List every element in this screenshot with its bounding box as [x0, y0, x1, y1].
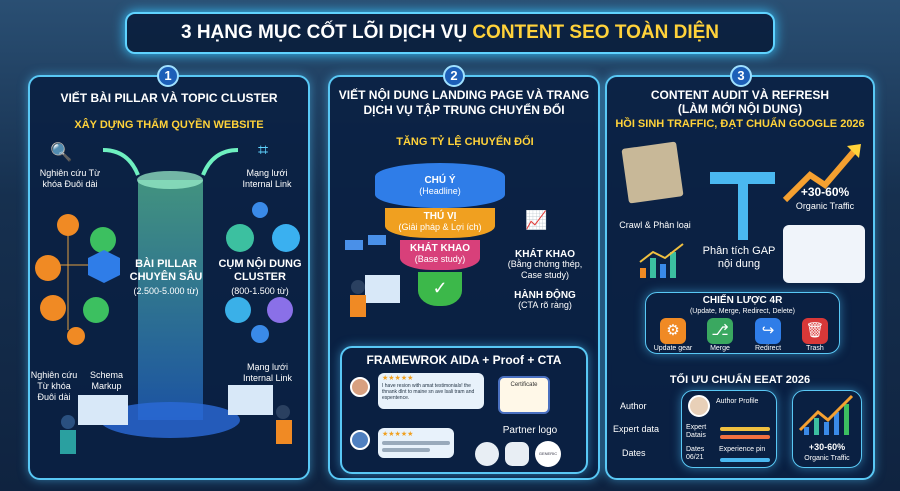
step-label: Merge	[710, 345, 730, 352]
section3-title: CONTENT AUDIT VÀ REFRESH	[650, 88, 830, 102]
strategy-title: CHIẾN LƯỢC 4R	[702, 295, 783, 306]
flow-arrow	[710, 172, 775, 184]
framework-title: FRAMEWROK AIDA + Proof + CTA	[366, 353, 562, 367]
desk-left	[60, 395, 128, 454]
strategy-sub: (Update, Merge, Redirect, Delete)	[689, 308, 796, 315]
crawl-label: Crawl & Phân loại	[619, 220, 691, 230]
traffic-growth-chart	[782, 144, 861, 203]
expert-datais-label: Expert Datais	[686, 424, 707, 439]
old-documents-icon	[621, 141, 684, 204]
step-label: Update gear	[653, 345, 693, 352]
pillar-cylinder	[138, 180, 203, 420]
pillar-graphic	[35, 148, 300, 454]
author-label: Author	[620, 401, 647, 411]
desk-right	[228, 385, 292, 444]
redirect-icon: ↪	[755, 318, 781, 344]
experience-bar	[720, 458, 770, 462]
funnel-action-check-icon: ✓	[418, 272, 462, 306]
title-main: 3 HẠNG MỤC CỐT LÕI DỊCH VỤ	[180, 22, 468, 43]
avatar	[350, 377, 370, 397]
title-highlight: CONTENT SEO TOÀN DIỆN	[472, 22, 719, 43]
partner-logo-generic: GENERIC	[535, 441, 561, 467]
search-icon: 🔍	[50, 142, 73, 162]
section1-subtitle: XÂY DỰNG THẨM QUYỀN WEBSITE	[74, 119, 264, 131]
step-label: Redirect	[754, 345, 782, 352]
section-number-1: 1	[157, 65, 179, 87]
pillar-title: BÀI PILLAR CHUYÊN SÂU	[129, 258, 203, 283]
marketer-illustration	[345, 235, 400, 317]
partner-logo-label: Partner logo	[502, 425, 558, 436]
traffic-label: Organic Traffic	[795, 201, 855, 211]
eeat-traffic-label: Organic Traffic	[804, 455, 850, 462]
section-number-3: 3	[730, 65, 752, 87]
expert-data-label: Expert data	[613, 424, 660, 434]
avatar	[350, 430, 370, 450]
author-profile-label: Author Profile	[716, 398, 759, 405]
step-label: Trash	[806, 345, 824, 352]
network-icon: ⌗	[258, 140, 269, 160]
traffic-value: +30-60%	[800, 185, 850, 199]
dates-value: Dates 06/21	[686, 446, 705, 461]
partner-logo	[505, 442, 529, 466]
experience-label: Experience pin	[719, 446, 766, 453]
section2-title: VIẾT NỘI DUNG LANDING PAGE VÀ TRANG DỊCH…	[338, 88, 590, 117]
cluster-words: (800-1.500 từ)	[231, 286, 289, 296]
page-title: 3 HẠNG MỤC CỐT LÕI DỊCH VỤ CONTENT SEO T…	[125, 12, 775, 54]
section3-subtitle: HỒI SINH TRAFFIC, ĐẠT CHUẨN GOOGLE 2026	[615, 118, 865, 130]
author-avatar	[688, 395, 710, 417]
gear-icon: ⚙	[660, 318, 686, 344]
funnel-attention: CHÚ Ý(Headline)	[375, 163, 505, 208]
funnel-interest: THÚ VỊ(Giải pháp & Lợi ích)	[385, 208, 495, 238]
cluster-nodes-right	[225, 202, 300, 343]
eeat-title: TỐI ƯU CHUẨN EEAT 2026	[669, 374, 811, 386]
testimonial-card: ★★★★★	[378, 428, 454, 458]
topic-nodes-left	[35, 214, 120, 345]
analytics-dashboard	[783, 225, 865, 283]
pillar-base	[100, 402, 240, 438]
section1-title: VIẾT BÀI PILLAR VÀ TOPIC CLUSTER	[60, 91, 278, 105]
section-number-2: 2	[443, 65, 465, 87]
testimonial-card: ★★★★★I have resion with amat testimonial…	[378, 373, 484, 409]
bar-chart-icon	[639, 243, 684, 278]
trash-icon: 🗑	[802, 318, 828, 344]
gap-analysis-label: Phân tích GAP nội dung	[702, 245, 776, 270]
pillar-words: (2.500-5.000 từ)	[133, 286, 199, 296]
internal-link-label: Mạng lưới Internal Link	[242, 168, 292, 189]
partner-logo	[475, 442, 499, 466]
side-action-sub: (CTA rõ ràng)	[518, 300, 572, 310]
eeat-growth-chart	[798, 394, 854, 435]
section3-title2: (LÀM MỚI NỘI DUNG)	[677, 102, 803, 116]
keyword-research-label: Nghiên cứu Từ khóa Đuôi dài	[39, 168, 101, 189]
merge-icon: ⎇	[707, 318, 733, 344]
expert-bar	[720, 435, 770, 439]
section2-subtitle: TĂNG TỶ LỆ CHUYỂN ĐỔI	[396, 136, 534, 148]
side-action-label: HÀNH ĐỘNG	[514, 290, 576, 301]
funnel-desire: KHÁT KHAO(Base study)	[400, 240, 480, 270]
dates-label: Dates	[622, 448, 646, 458]
internal-link-bottom: Mạng lưới Internal Link	[242, 362, 293, 383]
side-desire-sub: (Bằng chứng thép, Case study)	[507, 259, 583, 280]
eeat-traffic-value: +30-60%	[808, 442, 846, 452]
flow-arrow	[738, 180, 748, 240]
side-desire-label: KHÁT KHAO	[515, 249, 575, 260]
expert-bar	[720, 427, 770, 431]
report-chart-icon: 📈	[525, 210, 548, 230]
schema-markup-label: Schema Markup	[89, 370, 124, 391]
cluster-title: CỤM NỘI DUNG CLUSTER	[218, 258, 302, 283]
certificate: Certificate	[498, 376, 550, 414]
keyword-research-bottom: Nghiên cứu Từ khóa Đuôi dài	[30, 370, 78, 402]
